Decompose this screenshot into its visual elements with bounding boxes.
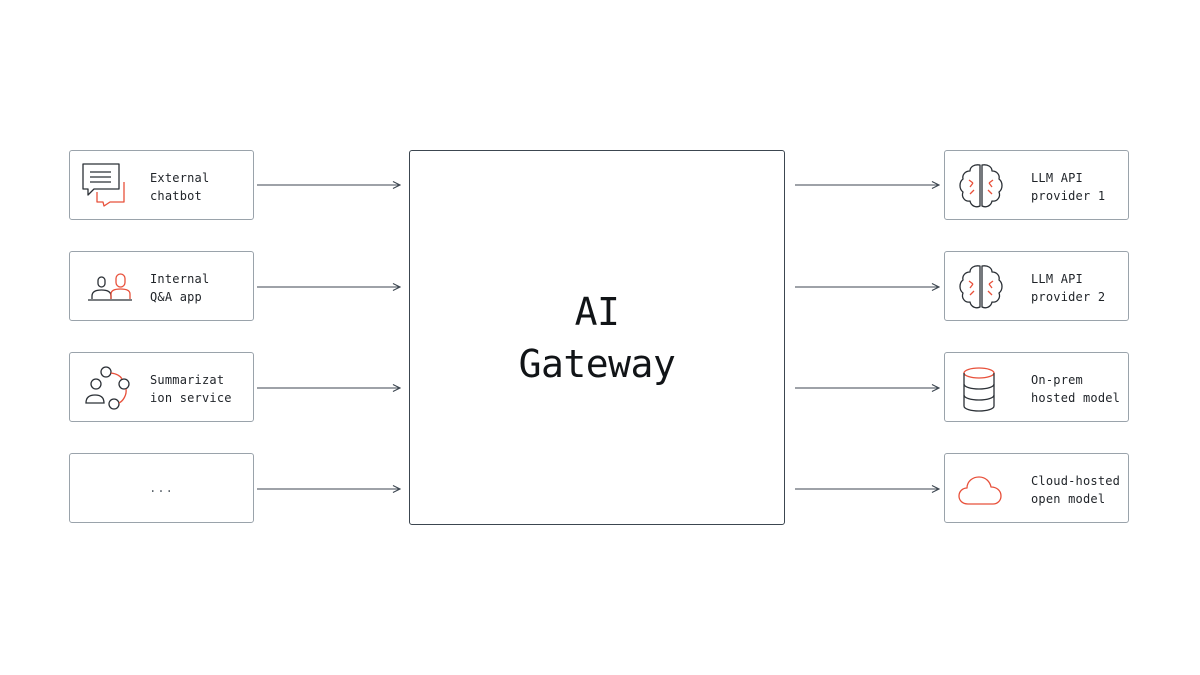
gateway-title-line-1: AI (574, 289, 620, 334)
brain-icon (955, 261, 1007, 313)
provider-label: LLM API provider 1 (1031, 171, 1106, 203)
brain-icon (955, 160, 1007, 212)
provider-on-prem-model: On-prem hosted model (944, 352, 1129, 422)
provider-llm-api-1: LLM API provider 1 (944, 150, 1129, 220)
client-label: Summarizat ion service (150, 373, 232, 405)
provider-label: LLM API provider 2 (1031, 272, 1106, 304)
client-internal-qa-app: Internal Q&A app (69, 251, 254, 321)
chat-bubbles-icon (80, 160, 132, 212)
client-label: ... (149, 481, 174, 495)
ai-gateway-box: AI Gateway (409, 150, 785, 525)
client-more-placeholder: ... (69, 453, 254, 523)
client-external-chatbot: External chatbot (69, 150, 254, 220)
gateway-title-line-2: Gateway (518, 341, 676, 386)
network-people-icon (80, 362, 132, 414)
provider-llm-api-2: LLM API provider 2 (944, 251, 1129, 321)
database-icon (955, 362, 1007, 414)
cloud-icon (955, 463, 1007, 515)
provider-cloud-hosted-model: Cloud-hosted open model (944, 453, 1129, 523)
client-summarization-service: Summarizat ion service (69, 352, 254, 422)
provider-label: On-prem hosted model (1031, 373, 1121, 405)
client-label: External chatbot (150, 171, 210, 203)
provider-label: Cloud-hosted open model (1031, 474, 1121, 506)
people-icon (80, 261, 132, 313)
client-label: Internal Q&A app (150, 272, 210, 304)
